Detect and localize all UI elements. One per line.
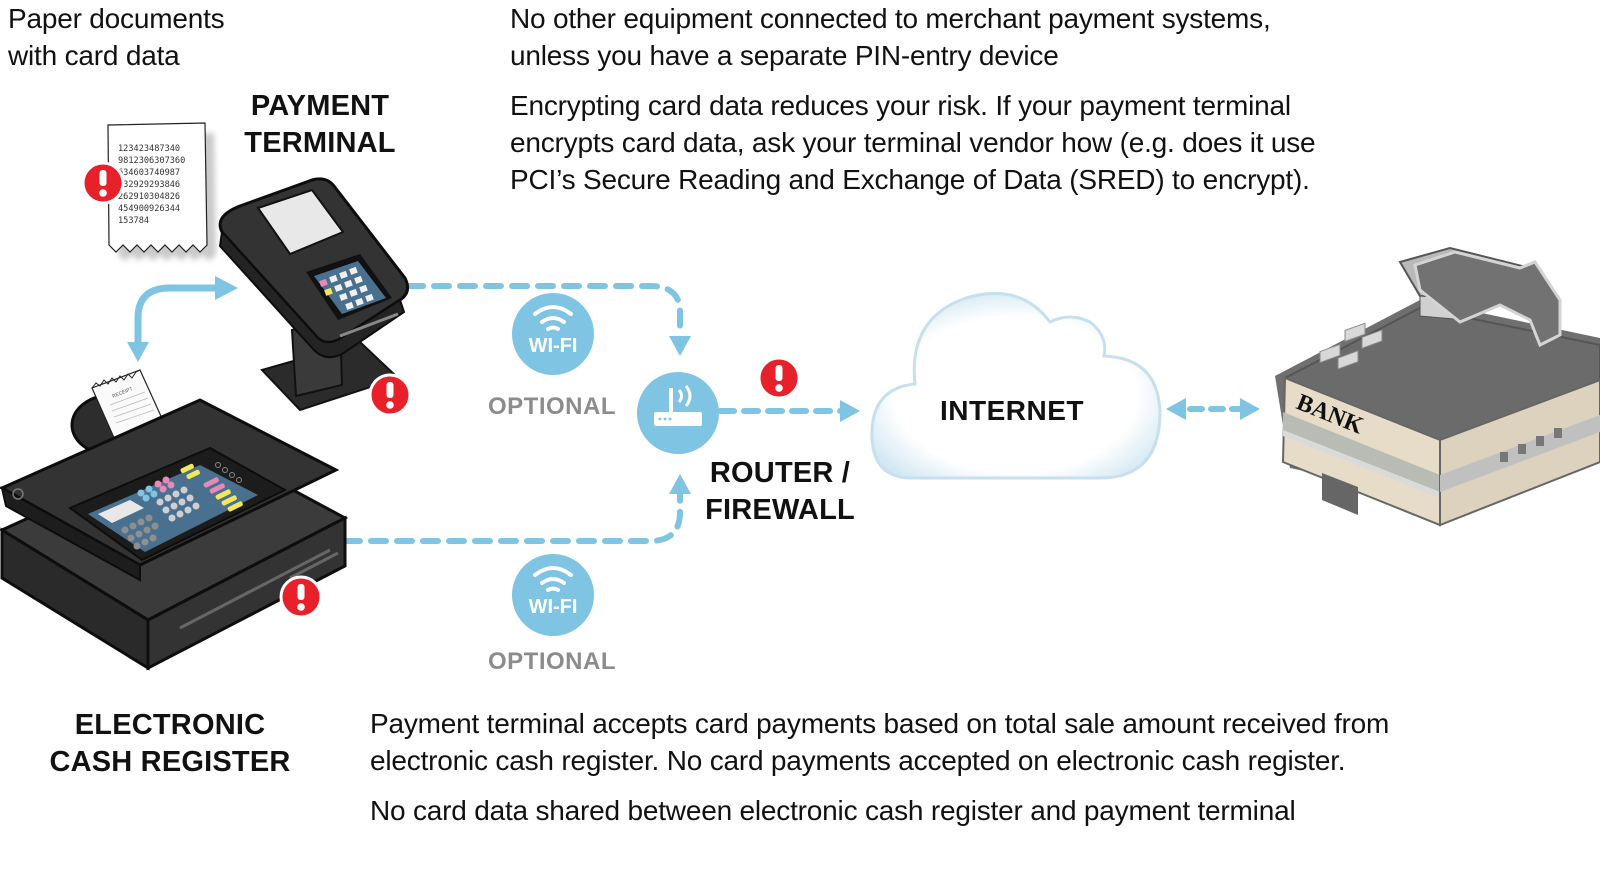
payment-terminal-icon: [218, 177, 410, 412]
cash-register-icon: RECEIPT: [0, 369, 349, 671]
note-line: unless you have a separate PIN-entry dev…: [510, 40, 1059, 71]
alert-icon-register: [279, 575, 323, 619]
label-line: FIREWALL: [705, 494, 855, 526]
label-line: TERMINAL: [244, 127, 396, 159]
wifi-badge-bottom: WI-FI: [512, 554, 594, 636]
receipt-number: 262910304826: [118, 192, 180, 202]
wifi-badge-label: WI-FI: [529, 335, 578, 357]
receipt-number: 634603740987: [118, 168, 180, 178]
label-line: CASH REGISTER: [49, 746, 291, 778]
note-line: PCI’s Secure Reading and Exchange of Dat…: [510, 164, 1310, 195]
note-encrypting: Encrypting card data reduces your risk. …: [510, 87, 1316, 198]
internet-label: INTERNET: [940, 395, 1084, 426]
note-no-card-data-shared: No card data shared between electronic c…: [370, 792, 1296, 829]
internet-bank-link-line: [1166, 398, 1260, 420]
label-optional-top: OPTIONAL: [488, 393, 616, 420]
label-line: ROUTER /: [709, 457, 851, 489]
alert-icon-terminal: [368, 373, 412, 417]
label-payment-terminal: PAYMENT TERMINAL: [222, 88, 418, 162]
router-icon: [637, 372, 719, 454]
arrow-to-internet: [840, 400, 860, 422]
label-cash-register: ELECTRONIC CASH REGISTER: [30, 707, 310, 781]
receipt-number: 9812306307360: [118, 156, 185, 166]
label-router-firewall: ROUTER / FIREWALL: [690, 455, 870, 529]
wifi-badge-top: WI-FI: [512, 293, 594, 375]
receipt-number: 123423487340: [118, 144, 180, 154]
wifi-icon: [533, 305, 573, 316]
terminal-to-router-line: [405, 283, 683, 338]
label-line: PAYMENT: [250, 90, 390, 122]
note-line: No other equipment connected to merchant…: [510, 3, 1271, 34]
register-to-router-line: [342, 490, 683, 544]
note-line: encrypts card data, ask your terminal ve…: [510, 127, 1316, 158]
receipt-number: 632929293846: [118, 180, 180, 190]
note-line: Paper documents: [8, 3, 225, 34]
receipt-paper-icon: 123423487340 9812306307360 634603740987 …: [107, 122, 216, 261]
arrow-down-to-router: [669, 336, 691, 356]
label-line: ELECTRONIC: [74, 709, 266, 741]
note-line: Encrypting card data reduces your risk. …: [510, 90, 1291, 121]
label-optional-bottom: OPTIONAL: [488, 648, 616, 675]
alert-icon-router-internet: [757, 356, 801, 400]
wifi-icon: [533, 566, 573, 577]
terminal-register-link-arrow: [127, 276, 238, 362]
note-line: with card data: [8, 40, 180, 71]
note-line: No card data shared between electronic c…: [370, 795, 1296, 826]
receipt-number: 454900926344: [118, 204, 180, 214]
note-paper-documents: Paper documents with card data: [8, 0, 225, 74]
note-line: Payment terminal accepts card payments b…: [370, 708, 1390, 739]
wifi-badge-label: WI-FI: [529, 596, 578, 618]
arrow-up-to-router: [669, 474, 691, 494]
bank-building-icon: BANK: [1275, 246, 1600, 527]
alert-icon-paper: [81, 161, 125, 205]
note-line: electronic cash register. No card paymen…: [370, 745, 1346, 776]
note-no-other-equipment: No other equipment connected to merchant…: [510, 0, 1271, 74]
receipt-number: 153784: [118, 216, 149, 226]
internet-cloud-icon: [870, 291, 1162, 480]
note-payment-terminal-accepts: Payment terminal accepts card payments b…: [370, 705, 1389, 779]
